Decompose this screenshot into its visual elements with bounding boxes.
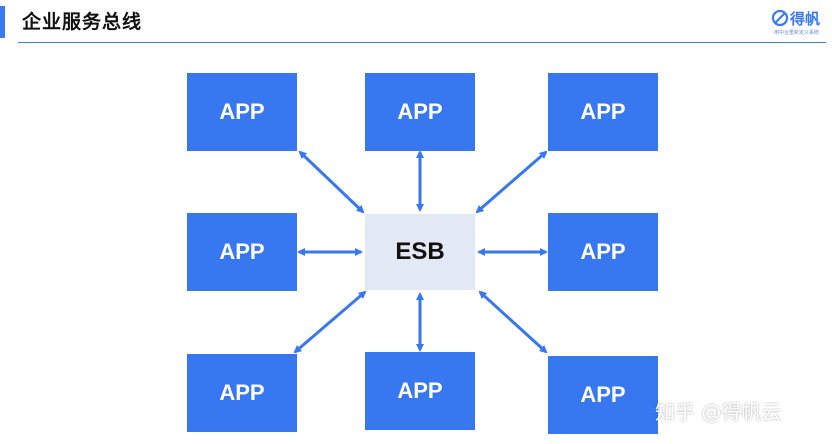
app-node-top-left: APP [187,73,297,151]
arrow-top-left [298,150,365,214]
app-node-mid-left: APP [187,213,297,291]
brand-logo: 得帆 用中台重新定义系统 [770,6,828,40]
arrow-top-right [475,150,548,214]
app-node-bottom-center: APP [365,352,475,430]
app-node-bottom-right: APP [548,356,658,434]
logo-subtitle: 用中台重新定义系统 [774,30,820,36]
logo-text: 得帆 [790,10,821,28]
logo-icon [771,9,789,27]
watermark-text: 知乎 @得帆云 [655,400,782,424]
page-title: 企业服务总线 [22,11,143,33]
header: 企业服务总线 [0,0,832,44]
app-node-bottom-left: APP [187,354,297,432]
app-node-top-right: APP [548,73,658,151]
app-node-mid-right: APP [548,213,658,291]
esb-node: ESB [365,214,475,290]
arrow-bottom-left [293,290,367,354]
app-node-top-center: APP [365,73,475,151]
title-accent-bar [0,6,5,38]
header-divider [18,42,826,43]
arrow-bottom-right [478,290,548,354]
